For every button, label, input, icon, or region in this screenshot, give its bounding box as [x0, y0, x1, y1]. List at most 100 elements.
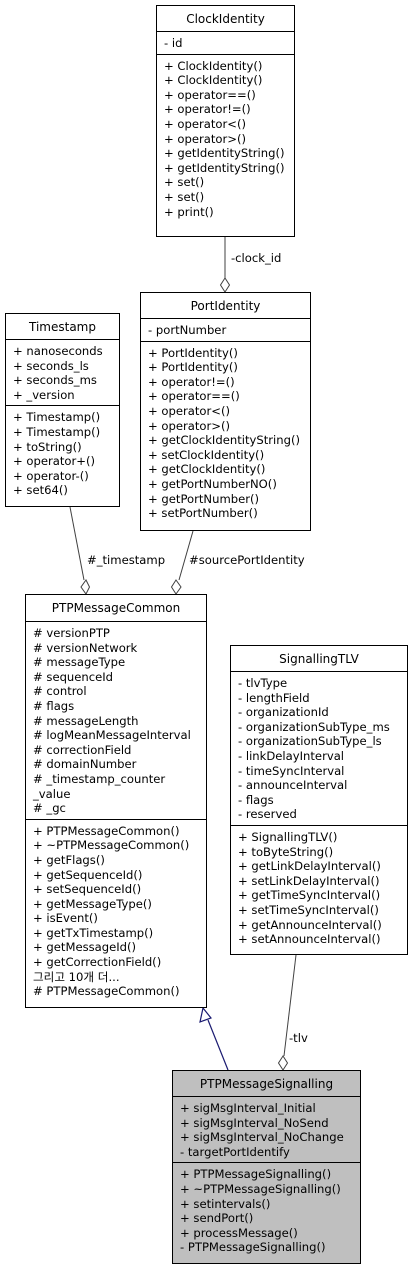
class-title: ClockIdentity — [157, 6, 294, 32]
member-line: # sequenceId — [33, 669, 114, 684]
clock-id-diamond — [219, 277, 231, 293]
attributes-section: # versionPTP# versionNetwork# messageTyp… — [26, 622, 206, 820]
member-line: + setLinkDelayInterval() — [238, 873, 380, 888]
member-line: 그리고 10개 더... — [33, 969, 120, 984]
member-line: + getPortNumberNO() — [148, 476, 277, 491]
class-title: Timestamp — [6, 314, 119, 340]
attributes-section: - id — [157, 32, 294, 55]
member-line: - organizationSubType_ms — [238, 719, 390, 734]
source-port-identity-link — [178, 530, 194, 581]
member-line: + processMessage() — [180, 1225, 298, 1240]
member-line: + Timestamp() — [13, 410, 101, 425]
member-line: + setAnnounceInterval() — [238, 932, 381, 947]
member-line: # versionNetwork — [33, 640, 138, 655]
member-line: + ClockIdentity() — [164, 73, 263, 88]
member-line: + ~PTPMessageCommon() — [33, 838, 190, 853]
member-line: + operator-() — [13, 468, 89, 483]
class-port-identity[interactable]: PortIdentity - portNumber + PortIdentity… — [140, 292, 311, 531]
member-line: - PTPMessageSignalling() — [180, 1240, 326, 1255]
member-line: + print() — [164, 204, 214, 219]
member-line: + operator!=() — [148, 374, 235, 389]
tlv-link — [283, 954, 297, 1057]
member-line: # control — [33, 684, 87, 699]
member-line: + sigMsgInterval_NoSend — [180, 1115, 329, 1130]
member-line: + PortIdentity() — [148, 360, 238, 375]
member-line: - tlvType — [238, 676, 288, 690]
member-line: - organizationSubType_ls — [238, 734, 382, 749]
member-line: - linkDelayInterval — [238, 748, 345, 763]
tlv-label: -tlv — [289, 1031, 308, 1045]
member-line: + operator==() — [164, 87, 256, 102]
member-line: + setintervals() — [180, 1196, 271, 1211]
timestamp-link — [69, 506, 85, 581]
member-line: # logMeanMessageInterval — [33, 728, 191, 743]
member-line: + set64() — [13, 483, 68, 498]
class-timestamp[interactable]: Timestamp + nanoseconds+ seconds_ls+ sec… — [5, 313, 120, 507]
member-line: + nanoseconds — [13, 344, 103, 358]
class-title: PortIdentity — [141, 293, 310, 319]
member-line: + getLinkDelayInterval() — [238, 859, 381, 874]
member-line: + getTxTimestamp() — [33, 925, 154, 940]
class-ptp-message-signalling[interactable]: PTPMessageSignalling + sigMsgInterval_In… — [172, 1070, 361, 1264]
member-line: + toString() — [13, 439, 82, 454]
member-line: + set() — [164, 189, 205, 204]
member-line: + getMessageId() — [33, 940, 137, 955]
member-line: + operator>() — [148, 418, 231, 433]
source-port-identity-diamond — [170, 579, 182, 595]
member-line: + getClockIdentityString() — [148, 433, 301, 448]
class-title: PTPMessageSignalling — [173, 1071, 360, 1097]
member-line: + sigMsgInterval_Initial — [180, 1101, 316, 1115]
member-line: - timeSyncInterval — [238, 763, 345, 778]
methods-section: + PTPMessageCommon()+ ~PTPMessageCommon(… — [26, 820, 206, 1002]
member-line: + getPortNumber() — [148, 491, 260, 506]
attributes-section: - tlvType- lengthField- organizationId- … — [231, 672, 407, 826]
member-line: # messageType — [33, 655, 126, 670]
member-line: + toByteString() — [238, 844, 334, 859]
methods-section: + ClockIdentity()+ ClockIdentity()+ oper… — [157, 55, 294, 223]
class-ptp-message-common[interactable]: PTPMessageCommon # versionPTP# versionNe… — [25, 594, 207, 1008]
timestamp-diamond — [80, 579, 91, 595]
member-line: + getFlags() — [33, 852, 105, 867]
methods-section: + PTPMessageSignalling()+ ~PTPMessageSig… — [173, 1163, 360, 1258]
member-line: + getSequenceId() — [33, 867, 143, 882]
member-line: + Timestamp() — [13, 424, 101, 439]
class-title: PTPMessageCommon — [26, 595, 206, 622]
member-line: + SignallingTLV() — [238, 829, 338, 844]
attributes-section: + sigMsgInterval_Initial+ sigMsgInterval… — [173, 1097, 360, 1164]
member-line: + getAnnounceInterval() — [238, 917, 382, 932]
member-line: + sendPort() — [180, 1211, 254, 1226]
member-line: _value — [33, 786, 71, 801]
attributes-section: - portNumber — [141, 319, 310, 342]
member-line: + getClockIdentity() — [148, 462, 266, 477]
member-line: + operator!=() — [164, 102, 251, 117]
member-line: + getCorrectionField() — [33, 955, 162, 970]
methods-section: + PortIdentity()+ PortIdentity()+ operat… — [141, 342, 310, 524]
member-line: # messageLength — [33, 713, 139, 728]
member-line: + _version — [13, 387, 75, 402]
member-line: + set() — [164, 175, 205, 190]
member-line: # flags — [33, 698, 75, 713]
member-line: - portNumber — [148, 323, 227, 337]
member-line: + operator<() — [148, 403, 231, 418]
member-line: # _gc — [33, 801, 66, 816]
member-line: - flags — [238, 792, 274, 807]
member-line: - id — [164, 36, 183, 50]
member-line: + getTimeSyncInterval() — [238, 888, 381, 903]
class-clock-identity[interactable]: ClockIdentity - id + ClockIdentity()+ Cl… — [156, 5, 295, 237]
member-line: # PTPMessageCommon() — [33, 984, 180, 999]
member-line: + isEvent() — [33, 911, 98, 926]
class-signalling-tlv[interactable]: SignallingTLV - tlvType- lengthField- or… — [230, 645, 408, 955]
timestamp-label: #_timestamp — [87, 553, 166, 567]
member-line: - reserved — [238, 807, 297, 822]
member-line: + seconds_ls — [13, 358, 89, 373]
member-line: + seconds_ms — [13, 373, 97, 388]
tlv-diamond — [277, 1055, 289, 1071]
member-line: # domainNumber — [33, 757, 137, 772]
member-line: + operator>() — [164, 131, 247, 146]
class-title: SignallingTLV — [231, 646, 407, 672]
member-line: # versionPTP — [33, 626, 110, 640]
member-line: + getIdentityString() — [164, 160, 285, 175]
member-line: # correctionField — [33, 742, 132, 757]
